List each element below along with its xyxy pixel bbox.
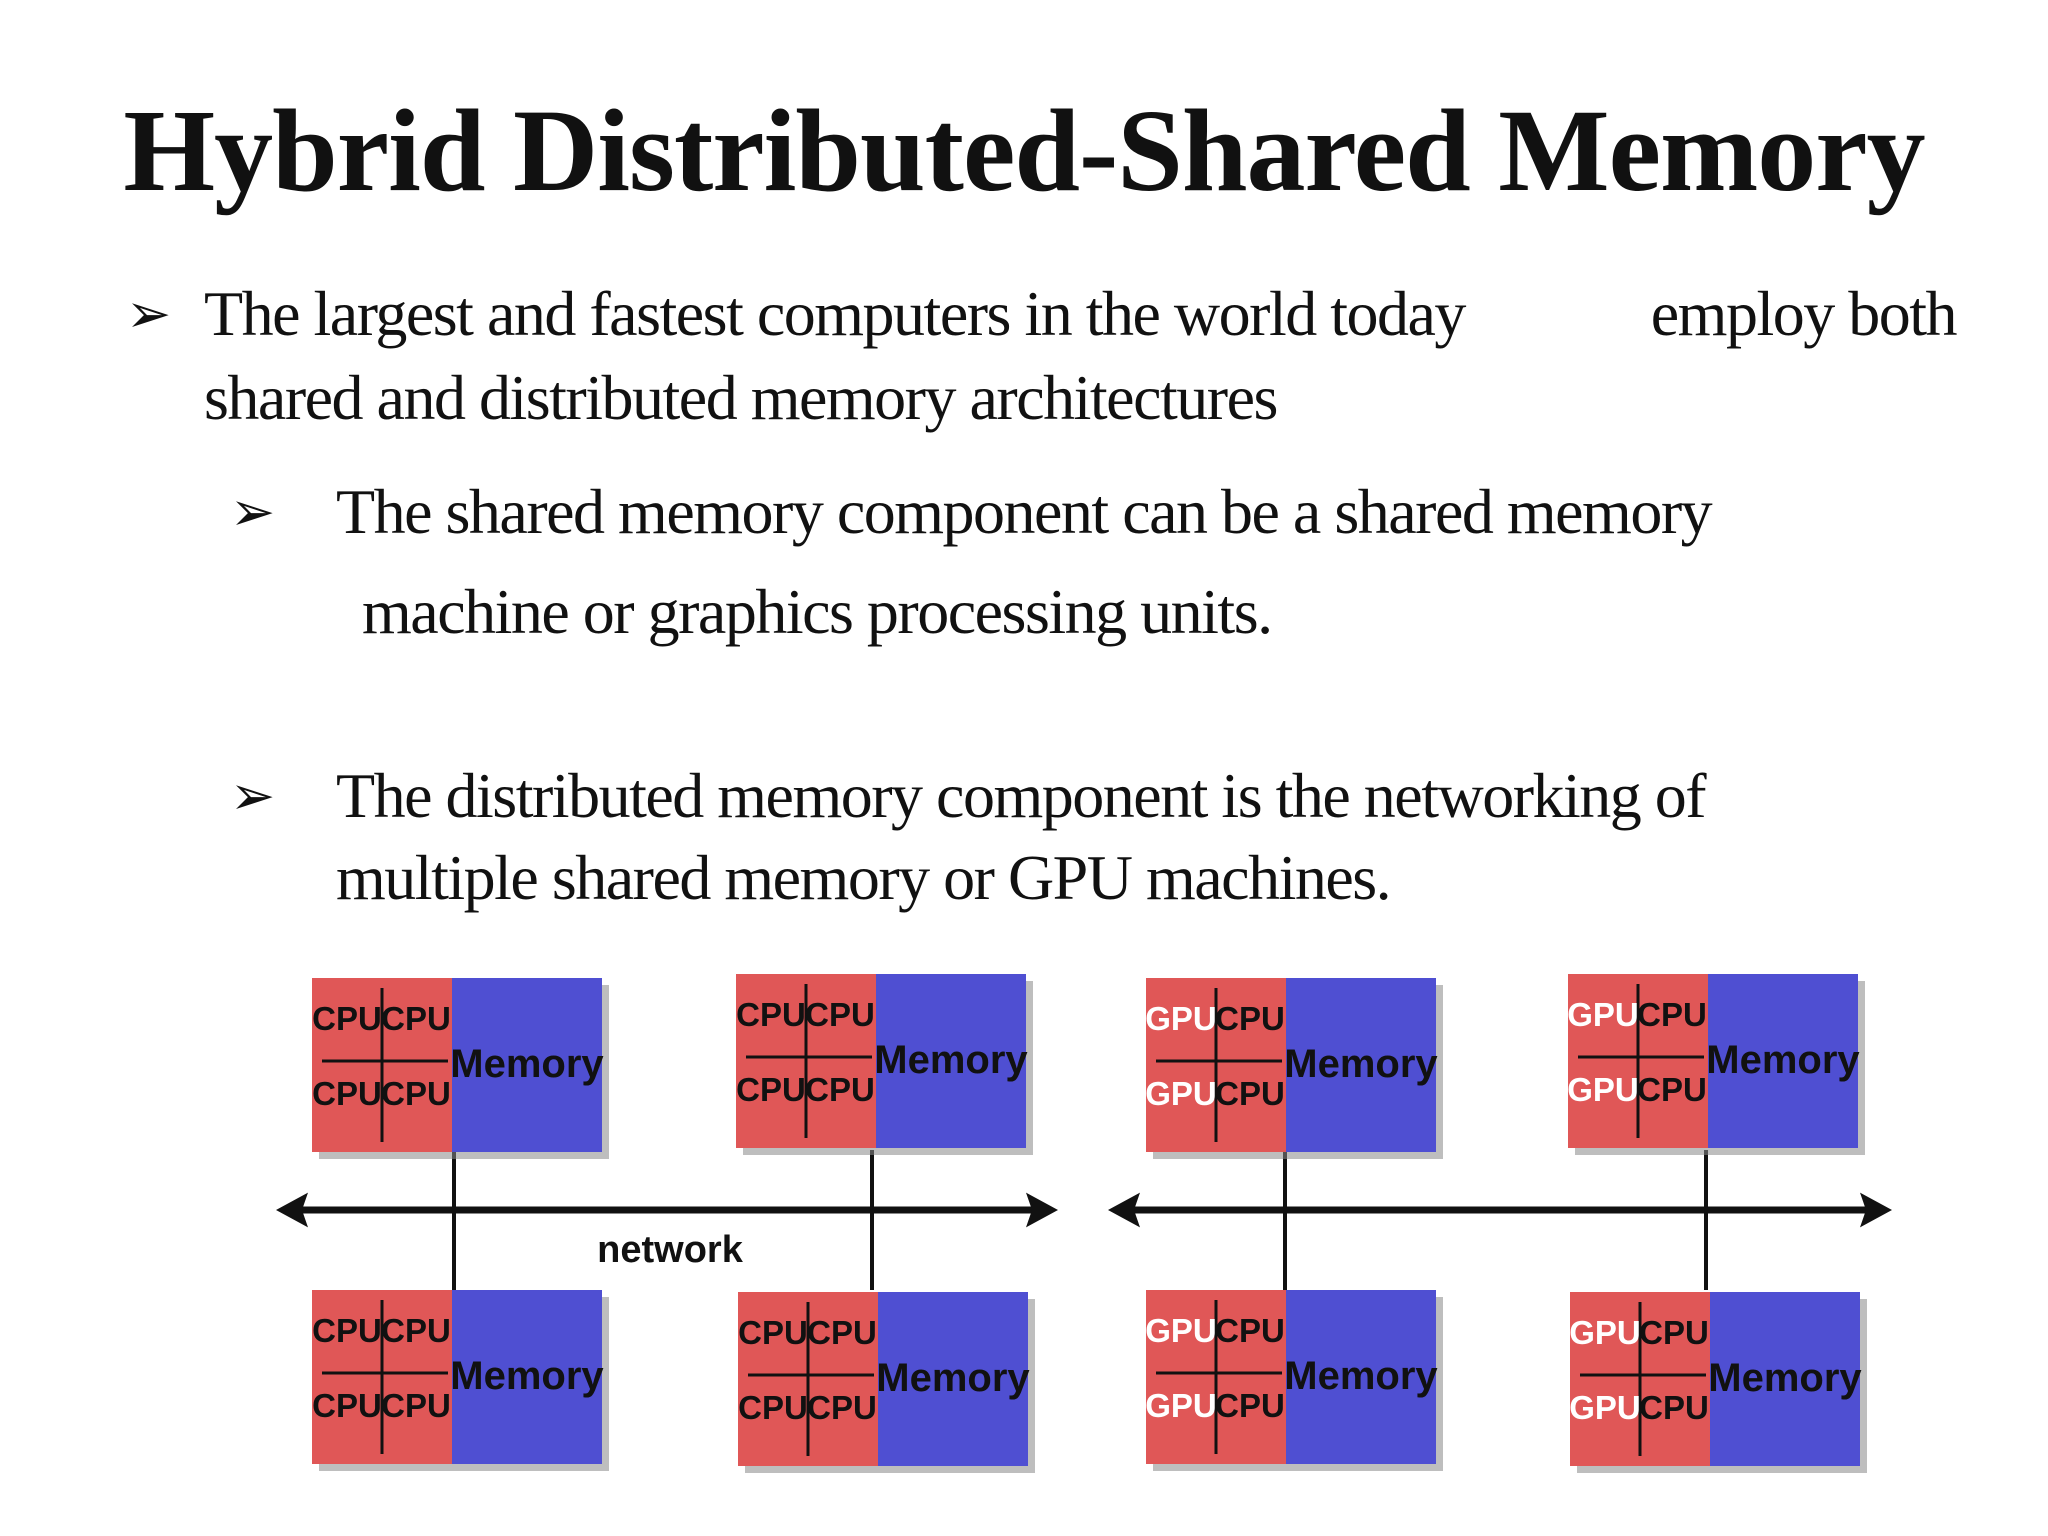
gpu-label: GPU	[1569, 1314, 1641, 1351]
cpu-label: CPU	[807, 1389, 877, 1426]
memory-block	[878, 1292, 1028, 1466]
memory-block	[1710, 1292, 1860, 1466]
cpu-label: CPU	[1639, 1314, 1709, 1351]
memory-label: Memory	[1284, 1042, 1438, 1086]
memory-label: Memory	[874, 1038, 1028, 1082]
cpu-label: CPU	[738, 1314, 808, 1351]
memory-label: Memory	[450, 1042, 604, 1086]
bullet-1-line-1b: employ both	[1650, 278, 1958, 349]
memory-block	[452, 978, 602, 1152]
gpu-label: GPU	[1145, 1000, 1217, 1037]
cpu-label: CPU	[1215, 1000, 1285, 1037]
bullet-3-line-1: The distributed memory component is the …	[336, 760, 1707, 831]
gpu-label: GPU	[1145, 1387, 1217, 1424]
cpu-label: CPU	[807, 1314, 877, 1351]
network-label: network	[597, 1229, 744, 1271]
cpu-label: CPU	[1215, 1075, 1285, 1112]
bullet-arrow-icon: ➢	[230, 764, 276, 827]
bullet-1-line-2: shared and distributed memory architectu…	[204, 362, 1278, 433]
cpu-label: CPU	[312, 1000, 382, 1037]
memory-block	[1286, 978, 1436, 1152]
cpu-label: CPU	[736, 1071, 806, 1108]
cpu-label: CPU	[381, 1075, 451, 1112]
cpu-label: CPU	[805, 996, 875, 1033]
memory-label: Memory	[1284, 1354, 1438, 1398]
cpu-label: CPU	[381, 1312, 451, 1349]
gpu-label: GPU	[1145, 1312, 1217, 1349]
gpu-label: GPU	[1567, 1071, 1639, 1108]
memory-label: Memory	[1706, 1038, 1860, 1082]
cpu-label: CPU	[805, 1071, 875, 1108]
cpu-label: CPU	[381, 1387, 451, 1424]
cpu-label: CPU	[1637, 1071, 1707, 1108]
cpu-label: CPU	[1215, 1312, 1285, 1349]
bullet-arrow-icon: ➢	[230, 480, 276, 543]
cpu-label: CPU	[738, 1389, 808, 1426]
cpu-label: CPU	[312, 1387, 382, 1424]
cpu-label: CPU	[1637, 996, 1707, 1033]
gpu-label: GPU	[1145, 1075, 1217, 1112]
memory-block	[1708, 974, 1858, 1148]
bullet-2-line-2: machine or graphics processing units.	[362, 576, 1273, 647]
bullet-arrow-icon: ➢	[126, 282, 172, 345]
memory-label: Memory	[450, 1354, 604, 1398]
network-arrow-left-icon	[1108, 1192, 1140, 1228]
memory-block	[452, 1290, 602, 1464]
memory-label: Memory	[876, 1356, 1030, 1400]
memory-label: Memory	[1708, 1356, 1862, 1400]
bullet-1-line-1a: The largest and fastest computers in the…	[204, 278, 1466, 349]
cpu-label: CPU	[312, 1075, 382, 1112]
cpu-label: CPU	[381, 1000, 451, 1037]
gpu-label: GPU	[1567, 996, 1639, 1033]
gpu-label: GPU	[1569, 1389, 1641, 1426]
slide-title: Hybrid Distributed-Shared Memory	[123, 85, 1925, 216]
network-arrow-left-icon	[276, 1192, 308, 1228]
bullet-3-line-2: multiple shared memory or GPU machines.	[336, 842, 1392, 913]
network-arrow-right-icon	[1860, 1192, 1892, 1228]
bullet-2-line-1: The shared memory component can be a sha…	[336, 476, 1713, 547]
network-arrow-right-icon	[1026, 1192, 1058, 1228]
gpu-cluster: GPUCPUGPUCPUMemoryGPUCPUGPUCPUMemoryGPUC…	[1108, 974, 1892, 1473]
memory-block	[876, 974, 1026, 1148]
memory-block	[1286, 1290, 1436, 1464]
cpu-label: CPU	[1215, 1387, 1285, 1424]
cpu-label: CPU	[1639, 1389, 1709, 1426]
cpu-label: CPU	[312, 1312, 382, 1349]
cpu-label: CPU	[736, 996, 806, 1033]
